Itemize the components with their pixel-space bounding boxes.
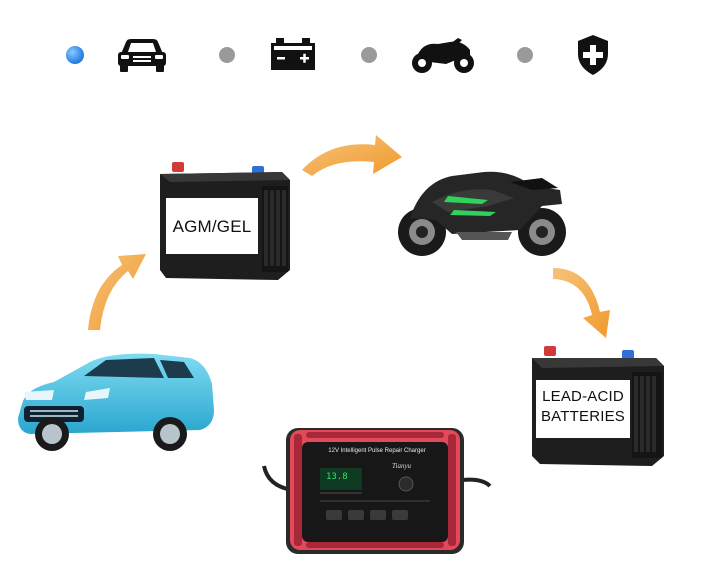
agm-gel-label: AGM/GEL [172, 217, 252, 236]
arrow-agm-to-motorcycle [302, 135, 402, 176]
motorcycle-icon[interactable] [410, 36, 476, 74]
charger-brand: Tianyu [392, 462, 412, 470]
charger-mode-button[interactable] [399, 477, 413, 491]
battery-charger: 12V Intelligent Pulse Repair Charger Tia… [262, 420, 492, 560]
car-icon[interactable] [115, 34, 169, 74]
lead-acid-label-line2: BATTERIES [540, 408, 626, 425]
carousel-dot[interactable] [219, 47, 235, 63]
carousel-dot-active[interactable] [66, 46, 84, 64]
arrow-motorcycle-to-lead-acid [553, 268, 610, 338]
lead-acid-label-line1: LEAD-ACID [542, 388, 624, 405]
carousel-dot[interactable] [517, 47, 533, 63]
arrow-car-to-agm [88, 254, 146, 330]
carousel-dot[interactable] [361, 47, 377, 63]
icon-bar [0, 30, 720, 80]
charger-title: 12V Intelligent Pulse Repair Charger [328, 448, 426, 454]
battery-icon[interactable] [270, 36, 316, 72]
lead-acid-battery: LEAD-ACID BATTERIES [528, 344, 668, 468]
sport-motorcycle [392, 160, 572, 260]
shield-plus-icon[interactable] [577, 34, 609, 76]
charger-display-value: 13.8 [326, 472, 348, 482]
agm-gel-battery: AGM/GEL [156, 160, 292, 282]
blue-sedan-car [14, 348, 220, 454]
